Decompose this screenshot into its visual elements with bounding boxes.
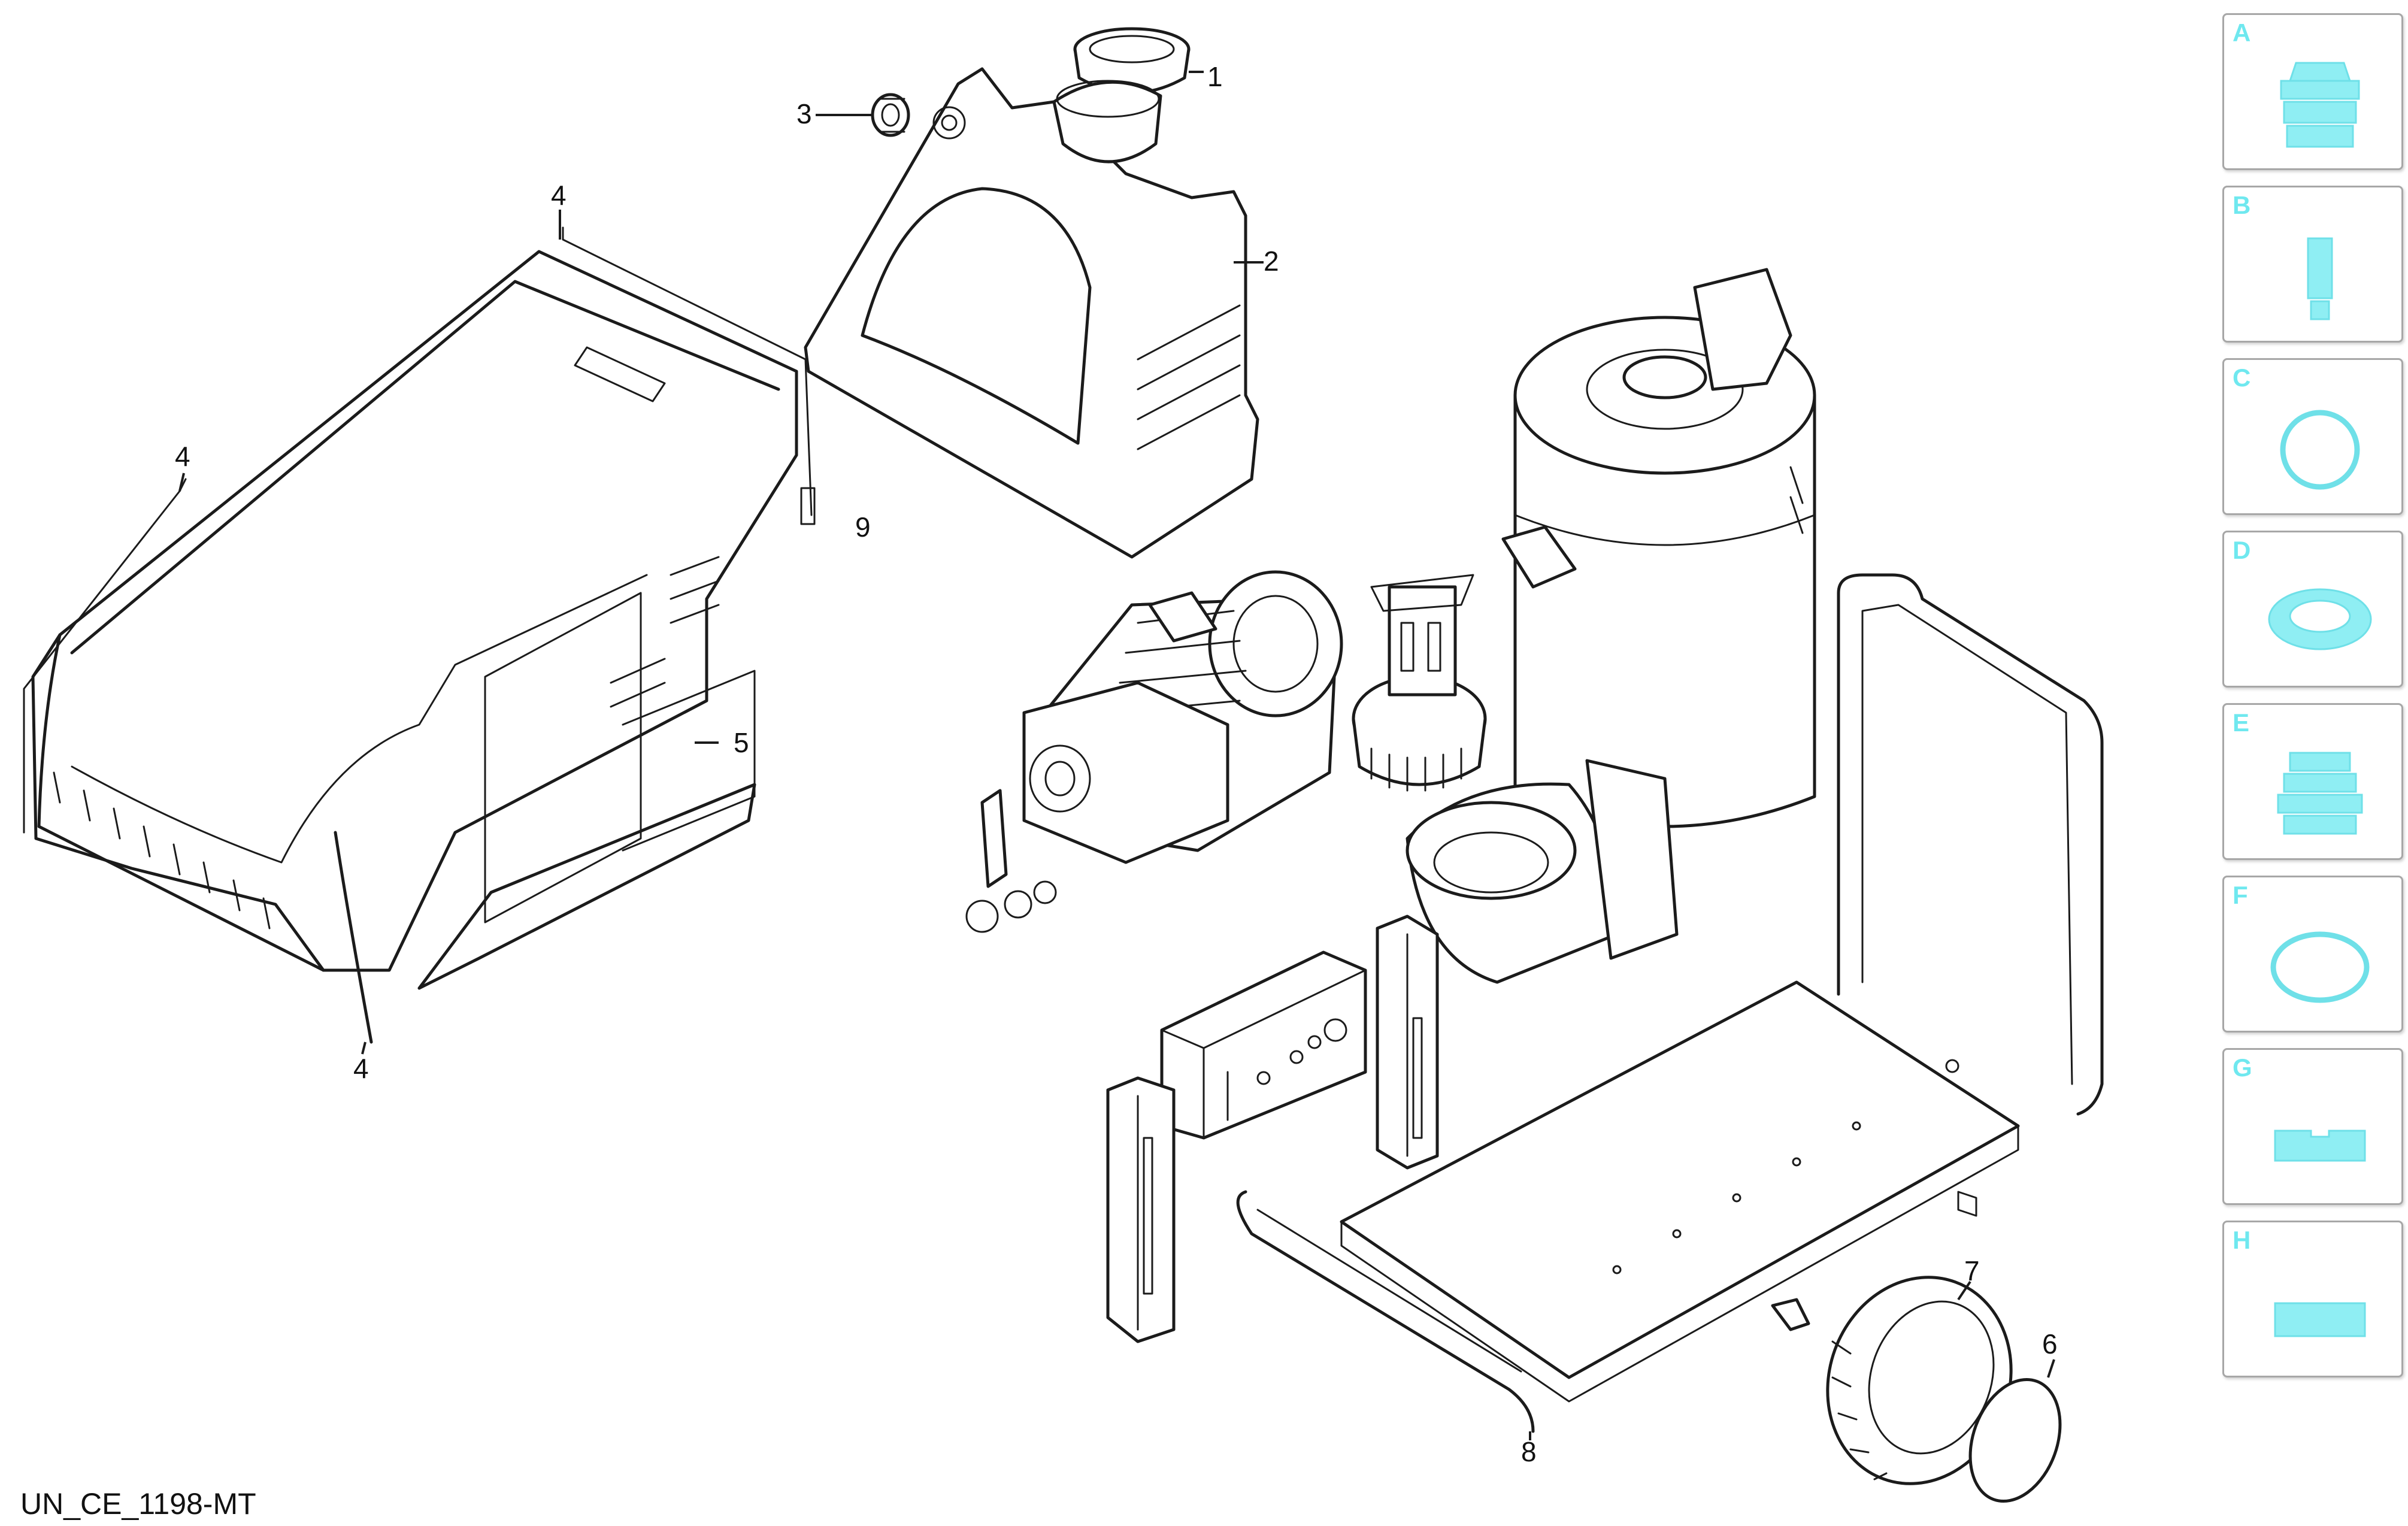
pump-motor-part[interactable]: [965, 570, 1343, 933]
callout-label: 5: [734, 727, 749, 758]
burner-fan-part[interactable]: [1352, 574, 1487, 792]
component-letter: H: [2233, 1226, 2251, 1254]
leader-lines: [178, 71, 2055, 1440]
callout-label: 7: [1964, 1255, 1980, 1286]
callout-label: 6: [2042, 1328, 2058, 1360]
component-card-f[interactable]: F: [2222, 876, 2403, 1033]
o-ring-icon: [2280, 410, 2360, 490]
tank-fitting-part[interactable]: [871, 93, 910, 137]
notched-block-icon: [2274, 1130, 2366, 1162]
fitting-pin-icon: [2307, 237, 2333, 320]
component-card-e[interactable]: E: [2222, 703, 2403, 860]
nozzle-coupling-icon: [2280, 62, 2360, 148]
component-letter: E: [2233, 708, 2250, 737]
flat-block-icon: [2274, 1302, 2366, 1337]
callout-label: 3: [796, 98, 812, 129]
component-letter: C: [2233, 364, 2251, 392]
component-letter: D: [2233, 536, 2251, 564]
control-box-part[interactable]: [1160, 950, 1367, 1140]
drawing-code-label: UN_CE_1198-MT: [20, 1487, 256, 1521]
callout-label: 4: [353, 1053, 369, 1084]
callout-label: 4: [551, 180, 567, 211]
component-card-h[interactable]: H: [2222, 1221, 2403, 1377]
callout-label: 1: [1207, 61, 1223, 92]
component-letter: A: [2233, 19, 2251, 47]
component-letter: G: [2233, 1053, 2252, 1082]
mounting-bracket-right-part[interactable]: [1376, 915, 1439, 1170]
callout-label: 8: [1521, 1436, 1537, 1467]
stepped-bushing-icon: [2277, 752, 2363, 835]
callout-numbers: 1 2 3 4 4 4 5 6 7 8 9: [175, 61, 2058, 1467]
component-card-a[interactable]: A: [2222, 13, 2403, 170]
component-side-panel: A B C D E: [2219, 7, 2408, 1504]
component-letter: B: [2233, 191, 2251, 219]
hood-cover-part[interactable]: [23, 226, 816, 1044]
frame-chassis-part[interactable]: [1236, 573, 2104, 1433]
boiler-coil-part[interactable]: [1406, 268, 1816, 984]
component-card-b[interactable]: B: [2222, 186, 2403, 343]
fuel-tank-part[interactable]: [804, 67, 1259, 559]
mounting-bracket-left-part[interactable]: [1106, 1076, 1176, 1343]
component-card-d[interactable]: D: [2222, 531, 2403, 688]
callout-label: 9: [855, 511, 871, 543]
hub-cap-part[interactable]: [1954, 1367, 2076, 1513]
callout-label: 4: [175, 441, 190, 472]
component-letter: F: [2233, 881, 2248, 909]
seal-ring-icon: [2268, 588, 2372, 650]
callout-label: 2: [1264, 246, 1279, 277]
gasket-ring-icon: [2270, 931, 2370, 1003]
component-card-c[interactable]: C: [2222, 358, 2403, 515]
component-card-g[interactable]: G: [2222, 1048, 2403, 1205]
